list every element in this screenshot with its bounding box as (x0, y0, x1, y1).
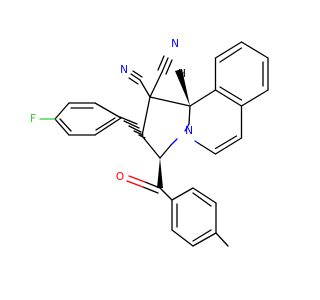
carbonyl-group (126, 175, 173, 201)
atom-label-n-cyano2: N (171, 38, 179, 50)
benzo-ring (214, 41, 269, 107)
structure-canvas: N N N O F H (30, 38, 269, 247)
pyrrolidine-ring (141, 96, 191, 159)
molecule-structure: N N N O F H (30, 38, 269, 247)
nitrile-1 (128, 70, 151, 98)
hashed-stereo-bond (119, 116, 146, 139)
pyridine-ring (184, 89, 243, 155)
atom-label-n-cyano1: N (120, 64, 128, 76)
atom-label-o-carbonyl: O (116, 171, 124, 183)
stereo-h-wedge (175, 69, 190, 106)
tolyl-ring (171, 187, 229, 247)
nitrile-2 (149, 55, 173, 98)
fluorophenyl-ring (39, 102, 122, 136)
atom-label-f-aryl: F (30, 113, 36, 125)
atom-label-n-ring: N (185, 125, 193, 137)
carbonyl-wedge (157, 158, 163, 188)
atom-label-h-stereo: H (178, 68, 186, 80)
